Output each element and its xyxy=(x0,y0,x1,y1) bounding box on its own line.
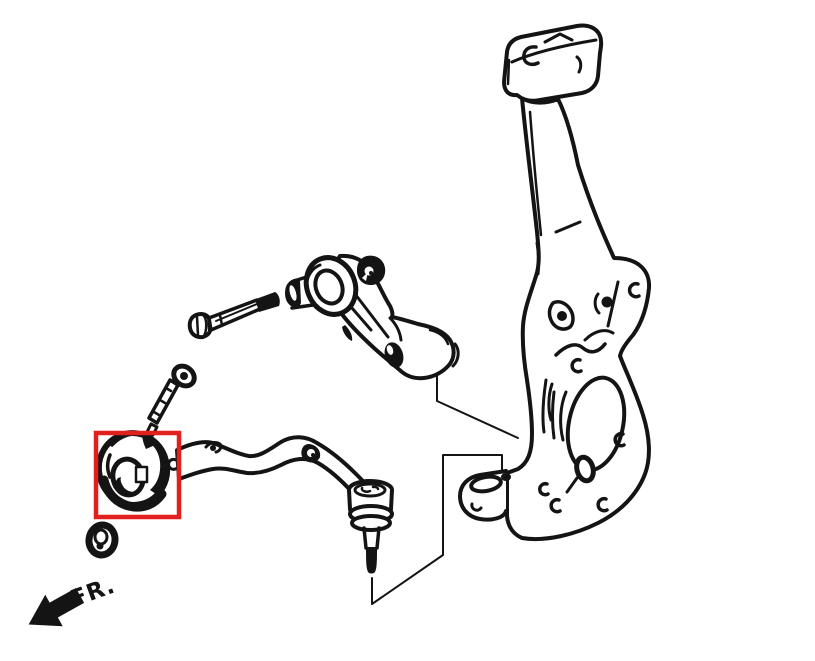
clamp-arc xyxy=(575,55,583,74)
small-bolt-head-dot xyxy=(180,372,188,380)
fr-arrow-icon xyxy=(28,588,85,627)
bolt-shaft-notch xyxy=(218,313,224,327)
ball-joint-leader xyxy=(371,454,503,605)
knuckle-shade-1 xyxy=(541,378,548,434)
bushing-cup-dark xyxy=(150,443,170,494)
bolt-shaft xyxy=(207,298,262,332)
steering-knuckle xyxy=(458,23,652,541)
upper-arm-bushing-inner xyxy=(313,268,345,306)
bolt-head-facet-2 xyxy=(202,314,208,338)
leader-lines xyxy=(371,371,519,605)
lower-arm-front-bushing xyxy=(95,430,179,512)
knuckle-hole-2-arc xyxy=(593,292,601,315)
knuckle-hole-7 xyxy=(549,497,562,514)
bushing-nut-dot xyxy=(96,542,104,550)
cup-top-rim xyxy=(353,482,387,498)
upper-arm-end-arc2 xyxy=(428,328,450,346)
bolt-shaft-line xyxy=(215,303,258,322)
boss-dark-spot xyxy=(501,473,511,481)
bushing-nut xyxy=(85,521,119,559)
highlight-box xyxy=(93,430,182,520)
knuckle-lower-slash xyxy=(565,476,579,494)
bushing-side-c xyxy=(167,457,179,471)
lower-arm-tab xyxy=(204,441,223,454)
nut-hole-dot xyxy=(369,271,373,275)
bushing-nut-hole xyxy=(93,528,109,546)
knuckle-hole-2-dot xyxy=(601,296,613,308)
knuckle-hole-4 xyxy=(570,357,583,374)
bushing-notch xyxy=(134,465,149,484)
upper-arm-bushing-shade xyxy=(304,263,322,288)
upper-arm-dark-wedge xyxy=(342,325,353,341)
upper-arm-web-1 xyxy=(350,288,390,339)
lower-arm-clamp-dot xyxy=(311,453,315,457)
fr-direction-arrow: FR. xyxy=(28,573,119,627)
bolt-threads xyxy=(256,292,280,312)
lower-arm-tab-dot xyxy=(210,445,216,451)
boss-arc xyxy=(470,502,483,512)
boss-hole xyxy=(469,474,503,494)
knuckle-neck-line xyxy=(528,110,543,237)
small-bolt-tick-2 xyxy=(158,398,167,405)
knuckle-wavy-ledge xyxy=(554,342,607,357)
upper-arm-end-arc xyxy=(451,342,460,368)
upper-arm-leader xyxy=(436,371,519,439)
stud-threaded-tip xyxy=(366,547,377,574)
knuckle-hole-6 xyxy=(596,496,609,513)
nut-facet xyxy=(362,272,368,281)
front-lower-control-arm xyxy=(175,435,373,494)
knuckle-hole-1-dot xyxy=(557,311,567,321)
bushing-left-arc xyxy=(106,453,112,479)
bushing-top-wedge xyxy=(142,432,153,449)
sleeve-end-slit xyxy=(289,285,297,301)
small-bolt-tick-3 xyxy=(152,410,161,417)
knuckle-slash-ear xyxy=(606,280,620,328)
stud-left-edge xyxy=(362,526,368,550)
upper-arm-nut xyxy=(357,255,386,285)
clamp-zigzag xyxy=(543,32,574,44)
knuckle-arc-ledge xyxy=(583,329,615,342)
hub-bore-shade-2 xyxy=(547,382,554,422)
stud-right-edge xyxy=(375,526,381,550)
knuckle-hole-3 xyxy=(627,281,641,299)
clamp-face-line xyxy=(510,38,598,64)
bushing-thick-bottom xyxy=(99,475,167,512)
bolt-head-facet-1 xyxy=(195,315,200,337)
small-bolt-tick-1 xyxy=(164,386,173,393)
ball-joint-ring xyxy=(350,514,392,532)
knuckle-hole-8 xyxy=(538,481,550,497)
bushing-bolt xyxy=(145,363,197,437)
cup-inner-detail-2 xyxy=(371,485,380,491)
sleeve-bottom-line xyxy=(290,303,315,310)
knuckle-lower-hole xyxy=(574,454,596,484)
cup-inner-detail-1 xyxy=(360,486,372,493)
upper-arm-web-3 xyxy=(388,316,403,342)
ball-joint xyxy=(347,479,394,574)
fr-label: FR. xyxy=(67,573,119,613)
bushing-bore-comma xyxy=(115,477,134,497)
knuckle-neck-edge xyxy=(535,241,541,276)
knuckle-shade-2 xyxy=(551,390,556,440)
knuckle-slash-upper xyxy=(554,220,582,234)
knuckle-hole-5 xyxy=(613,431,626,448)
upper-control-arm-bracket xyxy=(285,253,460,381)
clamp-edge-tick xyxy=(506,58,511,86)
upper-arm-hole-highlight xyxy=(386,345,394,355)
clamp-notch xyxy=(522,45,540,67)
upper-arm-bolt xyxy=(187,292,280,340)
hub-bore-shade-1 xyxy=(559,390,568,442)
